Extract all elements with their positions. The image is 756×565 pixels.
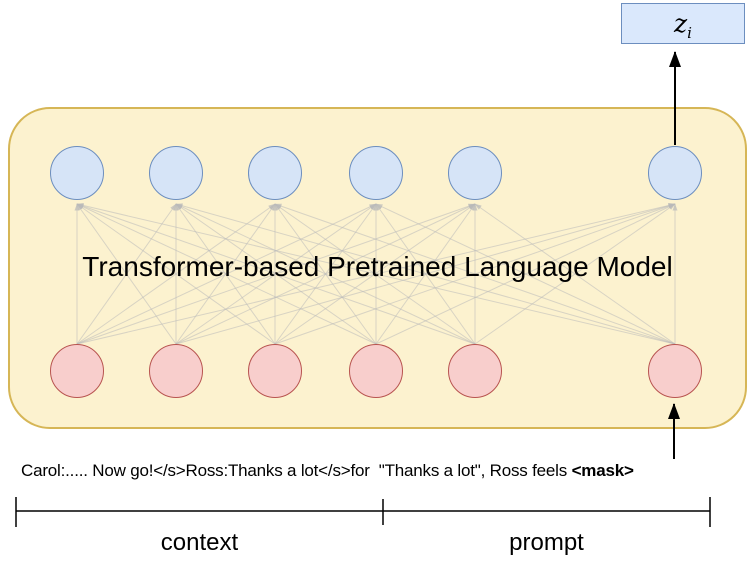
input-node: [248, 344, 302, 398]
context-label: context: [160, 529, 239, 556]
attention-connections: [74, 203, 678, 345]
input-node: [448, 344, 502, 398]
input-sentence: Carol:..... Now go!</s>Ross:Thanks a lot…: [21, 461, 634, 481]
output-node: [248, 146, 302, 200]
input-node: [648, 344, 702, 398]
input-node: [349, 344, 403, 398]
input-node: [149, 344, 203, 398]
span-bracket: [15, 497, 711, 527]
output-node: [648, 146, 702, 200]
output-node: [349, 146, 403, 200]
input-node: [50, 344, 104, 398]
output-node: [149, 146, 203, 200]
mask-token: <mask>: [571, 461, 634, 480]
output-variable-box: zi: [621, 3, 745, 44]
output-node: [448, 146, 502, 200]
model-title: Transformer-based Pretrained Language Mo…: [82, 251, 673, 282]
output-variable-label: zi: [674, 9, 692, 42]
prompt-label: prompt: [509, 529, 584, 556]
io-arrows: [668, 51, 681, 459]
sentence-text: Carol:..... Now go!</s>Ross:Thanks a lot…: [21, 461, 572, 480]
output-node: [50, 146, 104, 200]
